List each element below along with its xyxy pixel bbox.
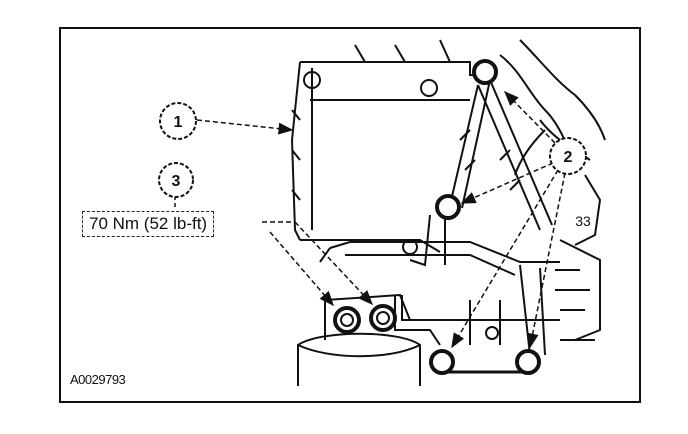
background-bolts — [303, 71, 499, 340]
callout-3: 3 — [158, 162, 194, 198]
leader-3-a — [269, 231, 334, 307]
callout-1-label: 1 — [174, 114, 183, 131]
callout-3-label: 3 — [172, 173, 181, 190]
figure-id: A0029793 — [70, 372, 126, 387]
bolt-middle — [435, 194, 461, 220]
leader-lines — [196, 90, 566, 349]
leader-1 — [196, 119, 294, 135]
callout-1: 1 — [159, 102, 197, 140]
leader-2-d — [526, 172, 566, 349]
leader-3-b — [294, 221, 374, 306]
mount-bolts — [333, 59, 541, 375]
leader-2-b — [460, 162, 554, 204]
bolt-lower-left — [429, 349, 455, 375]
callout-2-label: 2 — [564, 149, 573, 166]
part-stamp: 33 — [575, 213, 591, 229]
leader-2-c — [451, 169, 559, 349]
bolt-upper-right — [472, 59, 498, 85]
leader-2-a — [503, 90, 556, 144]
bolt-lower-right — [515, 349, 541, 375]
torque-bolt-left — [333, 306, 361, 334]
torque-bolt-right — [369, 304, 397, 332]
torque-spec-label: 70 Nm (52 lb-ft) — [82, 211, 215, 237]
callout-2: 2 — [549, 137, 587, 175]
